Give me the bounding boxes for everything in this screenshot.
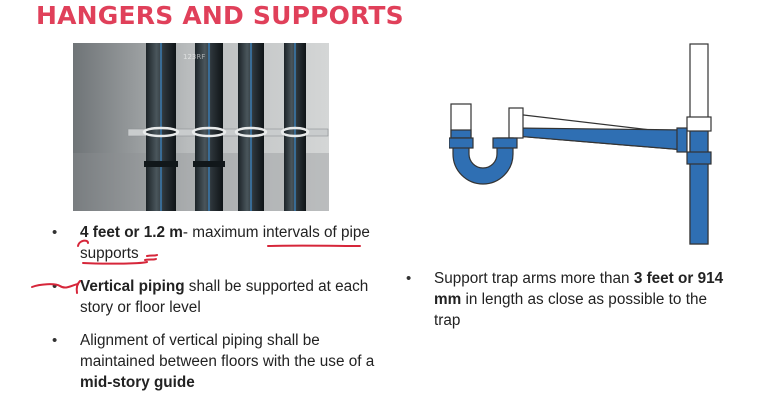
bullet-vertical-piping: Vertical piping shall be supported at ea… — [50, 276, 380, 318]
left-bullet-list: 4 feet or 1.2 m- maximum intervals of pi… — [50, 222, 380, 405]
photo-watermark: 123RF — [183, 53, 205, 61]
bullet-text: Alignment of vertical piping shall be ma… — [80, 332, 375, 391]
right-bullet-list: Support trap arms more than 3 feet or 91… — [404, 268, 734, 331]
page-title: HANGERS AND SUPPORTS — [36, 1, 404, 30]
p-trap-diagram — [449, 43, 712, 245]
bullet-text: Support trap arms more than 3 feet or 91… — [434, 270, 724, 329]
bullet-interval: 4 feet or 1.2 m- maximum intervals of pi… — [50, 222, 380, 264]
bullet-text: Vertical piping shall be supported at ea… — [80, 278, 369, 316]
pipes-photo: 123RF — [73, 43, 329, 211]
bullet-text: 4 feet or 1.2 m- maximum intervals of pi… — [80, 224, 370, 262]
bullet-trap-arms: Support trap arms more than 3 feet or 91… — [404, 268, 734, 331]
bullet-alignment: Alignment of vertical piping shall be ma… — [50, 330, 380, 393]
